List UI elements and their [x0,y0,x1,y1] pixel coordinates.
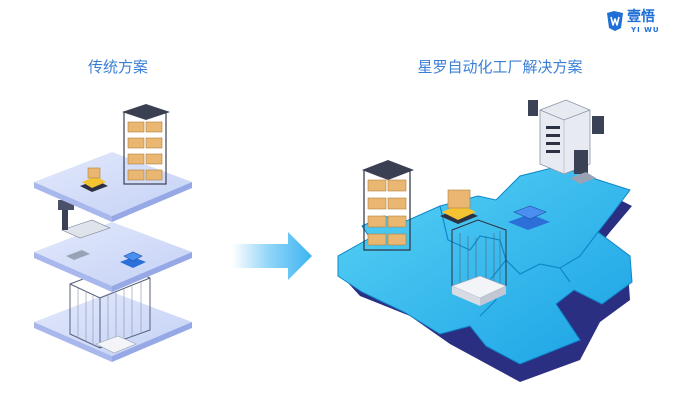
right-arrow-icon [232,232,312,280]
top-layer [34,104,192,222]
puzzle-platform [337,99,633,382]
logo-mark-icon [607,11,623,31]
yellow-agv-right [440,189,478,224]
automation-solution-title: 星罗自动化工厂解决方案 [417,58,583,76]
shelf-with-boxes [122,104,170,185]
traditional-solution-title: 传统方案 [87,58,148,76]
brand-logo: 壹悟 YI WU [605,8,675,38]
control-server [528,99,604,184]
logo-name: 壹悟 [627,9,655,25]
middle-layer [34,200,192,292]
traditional-layer-stack [34,104,192,362]
cage-robot [451,219,507,306]
transition-arrow [232,232,312,280]
logo-subtitle: YI WU [631,26,660,34]
blue-agv-right [508,205,550,230]
yellow-agv [80,167,108,192]
shelf-with-boxes-right [362,160,414,251]
